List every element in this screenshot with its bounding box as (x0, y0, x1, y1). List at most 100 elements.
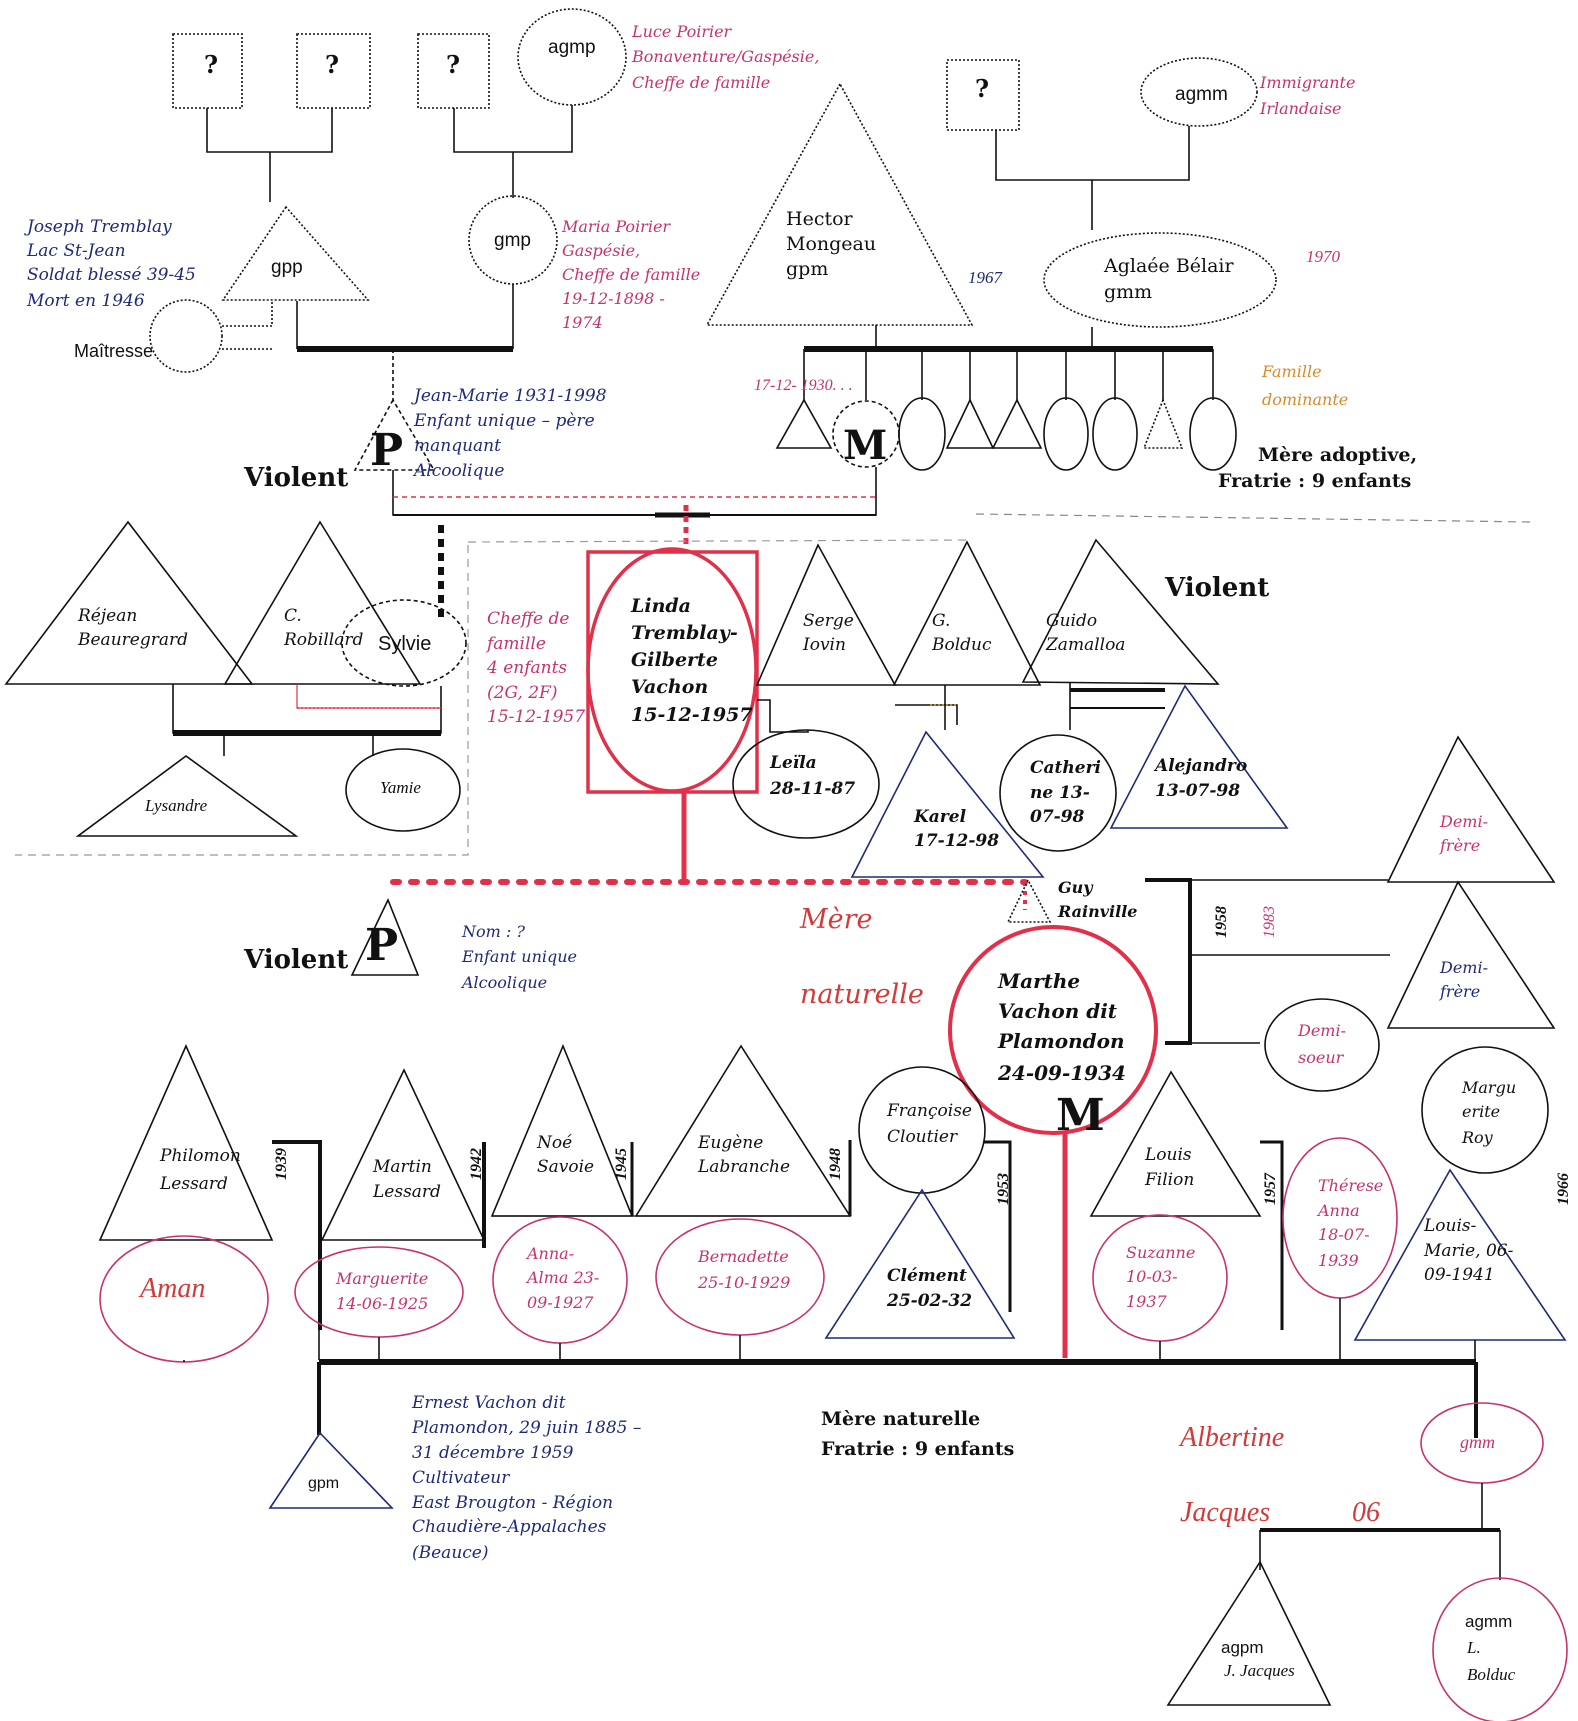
year-1983: 1983 (1261, 906, 1278, 938)
sibling-triangle-4 (1142, 397, 1184, 449)
svg-text:Clément: Clément (887, 1266, 967, 1286)
svg-text:31 décembre 1959: 31 décembre 1959 (412, 1443, 574, 1463)
svg-text:Demi-: Demi- (1439, 812, 1488, 831)
svg-text:Lessard: Lessard (159, 1174, 228, 1194)
svg-text:Marguerite: Marguerite (335, 1269, 428, 1288)
svg-text:09-1927: 09-1927 (527, 1293, 594, 1312)
nom-triangle (350, 898, 420, 976)
svg-text:Marie, 06-: Marie, 06- (1423, 1241, 1514, 1261)
birth-note: 17-12- 1930. . . (754, 377, 853, 394)
agmm-label: agmm (1175, 84, 1228, 105)
svg-text:Nom : ?: Nom : ? (461, 922, 525, 941)
svg-text:Suzanne: Suzanne (1126, 1243, 1195, 1262)
svg-text:Marthe: Marthe (997, 969, 1080, 993)
catherine-label: Catheri ne 13- 07-98 (1030, 758, 1101, 827)
noe-label: Noé Savoie (536, 1133, 594, 1177)
svg-text:Demi-: Demi- (1297, 1021, 1346, 1040)
svg-text:Aglaée Bélair: Aglaée Bélair (1103, 255, 1235, 277)
svg-text:Iovin: Iovin (802, 635, 846, 655)
gpp-triangle (221, 205, 370, 301)
svg-text:Linda: Linda (630, 595, 691, 617)
alejandro-triangle (1109, 684, 1289, 829)
svg-text:Jean-Marie 1931-1998: Jean-Marie 1931-1998 (411, 386, 607, 406)
clement-label: Clément 25-02-32 (886, 1266, 972, 1311)
svg-text:Guido: Guido (1046, 611, 1097, 631)
svg-text:Mongeau: Mongeau (786, 233, 876, 255)
svg-text:gmm: gmm (1104, 281, 1152, 303)
svg-text:Gaspésie,: Gaspésie, (562, 241, 640, 260)
year-1948: 1948 (827, 1148, 844, 1180)
svg-text:frère: frère (1439, 982, 1480, 1001)
m-label-top: M (843, 422, 887, 469)
svg-text:Lessard: Lessard (372, 1182, 441, 1202)
svg-text:18-07-: 18-07- (1318, 1225, 1370, 1244)
svg-text:manquant: manquant (414, 436, 501, 456)
alejandro-label: Alejandro 13-07-98 (1153, 756, 1247, 801)
svg-text:Savoie: Savoie (537, 1157, 594, 1177)
unknown-label-1: ? (204, 50, 218, 79)
agmp-label: agmp (548, 37, 596, 58)
mere-naturelle-label: Mère naturelle (799, 904, 924, 1010)
svg-text:Noé: Noé (536, 1133, 572, 1153)
svg-text:Irlandaise: Irlandaise (1259, 99, 1342, 118)
famille-dominante-note: Famille dominante (1261, 362, 1348, 409)
unknown-ancestor-box-2 (296, 33, 371, 109)
sylvie-circle (341, 599, 467, 687)
hector-triangle (705, 82, 974, 326)
svg-text:Rainville: Rainville (1057, 902, 1137, 921)
marguerite-label: Marguerite 14-06-1925 (335, 1269, 428, 1313)
lysandre-triangle (75, 755, 299, 837)
svg-text:L.: L. (1466, 1638, 1481, 1657)
labels: ? ? ? ? agmp agmm gpp gmp Luce Poirier B… (24, 22, 1572, 1684)
irish-note: Immigrante Irlandaise (1259, 73, 1355, 118)
demi-frere-triangle-2 (1386, 880, 1556, 1029)
svg-text:Bolduc: Bolduc (1467, 1665, 1516, 1684)
gmp-label: gmp (494, 230, 531, 251)
year-1939: 1939 (273, 1148, 290, 1180)
nom-note: Nom : ? Enfant unique Alcoolique (460, 922, 577, 992)
svg-text:17-12-98: 17-12-98 (914, 831, 999, 851)
svg-text:Réjean: Réjean (77, 606, 137, 626)
gbolduc-label: G. Bolduc (931, 611, 992, 655)
svg-text:Eugène: Eugène (697, 1133, 763, 1153)
svg-text:4 enfants: 4 enfants (486, 658, 567, 678)
svg-text:Philomon: Philomon (159, 1146, 241, 1166)
louisf-label: Louis Filion (1144, 1145, 1194, 1190)
crobillard-label: C. Robillard (283, 606, 363, 650)
svg-text:1974: 1974 (562, 313, 603, 332)
svg-text:Luce Poirier: Luce Poirier (631, 22, 733, 41)
year-1966: 1966 (1555, 1173, 1572, 1205)
svg-text:Fratrie : 9 enfants: Fratrie : 9 enfants (1218, 470, 1411, 492)
svg-text:14-06-1925: 14-06-1925 (336, 1294, 428, 1313)
sibling-triangle-1 (775, 398, 833, 449)
svg-text:Alcoolique: Alcoolique (412, 461, 504, 481)
violent-label-3: Violent (243, 945, 348, 975)
svg-text:Lac St-Jean: Lac St-Jean (26, 241, 126, 261)
svg-text:Bernadette: Bernadette (697, 1247, 789, 1266)
jacques-num: 06 (1352, 1497, 1380, 1528)
svg-text:Mère: Mère (799, 904, 873, 935)
leila-circle (732, 729, 880, 839)
aglaee-ellipse (1043, 232, 1277, 328)
middle-generation (4, 505, 1556, 1358)
hector-label: Hector Mongeau gpm (786, 208, 876, 280)
svg-text:agpm: agpm (1221, 1638, 1264, 1657)
adoptive-note: Mère adoptive, Fratrie : 9 enfants (1218, 444, 1417, 492)
sibling-triangle-2 (945, 398, 995, 449)
svg-text:ne 13-: ne 13- (1030, 783, 1090, 803)
agpm-triangle (1166, 1560, 1332, 1706)
agpm-label: agpm J. Jacques (1221, 1638, 1295, 1680)
svg-text:Enfant unique: Enfant unique (461, 947, 577, 966)
nom-p: P (365, 920, 398, 971)
svg-text:Tremblay-: Tremblay- (631, 622, 738, 644)
yamie-circle (345, 748, 461, 832)
albertine-label: Albertine (1178, 1422, 1284, 1453)
guy-triangle (1006, 878, 1052, 923)
svg-text:Chaudière-Appalaches: Chaudière-Appalaches (412, 1517, 607, 1537)
svg-text:Alejandro: Alejandro (1153, 756, 1247, 776)
philomon-triangle (98, 1044, 274, 1241)
svg-text:Ernest Vachon dit: Ernest Vachon dit (411, 1393, 566, 1413)
svg-text:Vachon: Vachon (631, 676, 708, 698)
maria-note: Maria Poirier Gaspésie, Cheffe de famill… (561, 217, 700, 332)
gpm-triangle (268, 1431, 394, 1509)
